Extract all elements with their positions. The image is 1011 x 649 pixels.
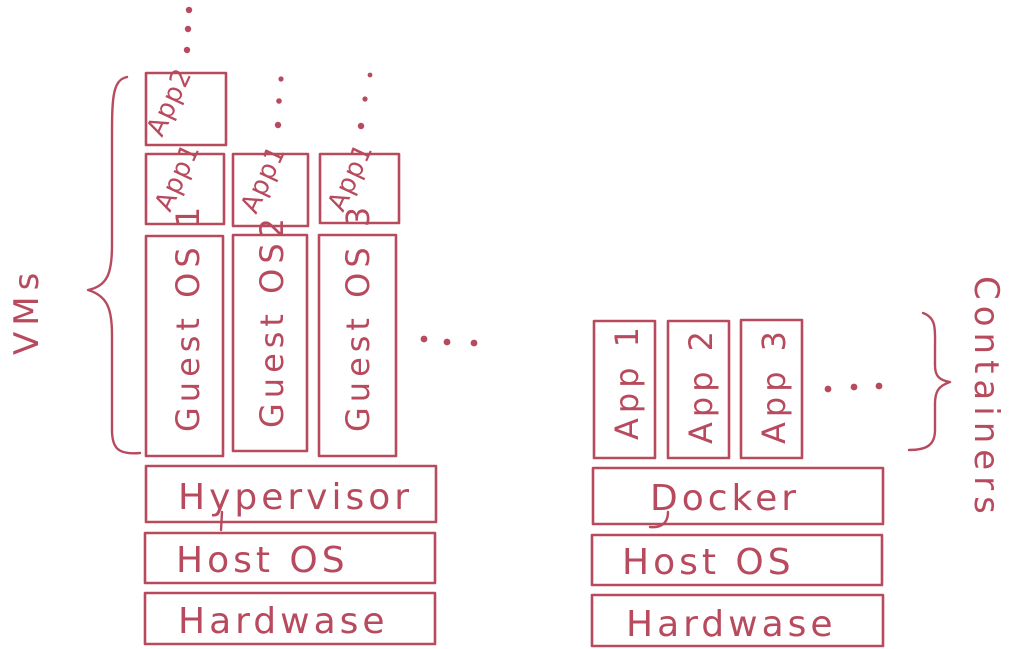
guest-os-3-label: Guest OS 3 [339,202,377,432]
container-app-3-label: App 3 [755,326,793,444]
container-app-3-box [739,318,804,460]
vm2-app1-box [231,152,310,228]
guest-os-2-label: Guest OS2 [253,213,291,428]
docker-box [591,466,885,526]
vm-host-os-label: Host OS [176,540,349,581]
vm-stack: Hardwase Host OS Hypervisor Guest OS 1 G… [7,6,478,646]
container-stack: Hardwase Host OS Docker App 1 App 2 App … [590,276,1006,648]
container-app-2-box [666,319,731,460]
hypervisor-tail-stroke [219,510,224,532]
vm-more-vms-dots [420,335,478,347]
container-brace [907,311,952,452]
container-app-1-label: App 1 [608,322,646,440]
container-app-1-box [592,319,657,460]
docker-tail-stroke [648,510,670,529]
vm1-app2-label: App2 [141,64,198,141]
guest-os-2-box [231,233,309,453]
hypervisor-box [144,464,438,524]
guest-os-3-box [317,233,398,458]
container-host-os-label: Host OS [622,542,795,583]
vm1-app1-box [144,152,226,226]
vm-hardware-label: Hardwase [178,601,389,642]
guest-os-1-box [144,234,225,458]
vm-brace [86,75,142,455]
vm-more-apps-dots [183,6,373,130]
docker-label: Docker [650,478,800,519]
vm-host-os-box [143,531,437,585]
vm2-app1-label: App1 [235,141,292,218]
guest-os-1-label: Guest OS 1 [169,202,207,432]
vm-brace-label: VMs [7,267,47,355]
container-more-apps-dots [824,382,883,393]
container-host-os-box [590,533,884,587]
container-hardware-box [590,593,885,648]
container-hardware-label: Hardwase [626,604,837,645]
container-app-2-label: App 2 [682,326,720,444]
vm1-app2-box [144,71,228,147]
vm3-app1-box [318,152,401,225]
hypervisor-label: Hypervisor [178,477,413,518]
vm-hardware-box [143,591,437,646]
container-brace-label: Containers [966,276,1006,520]
